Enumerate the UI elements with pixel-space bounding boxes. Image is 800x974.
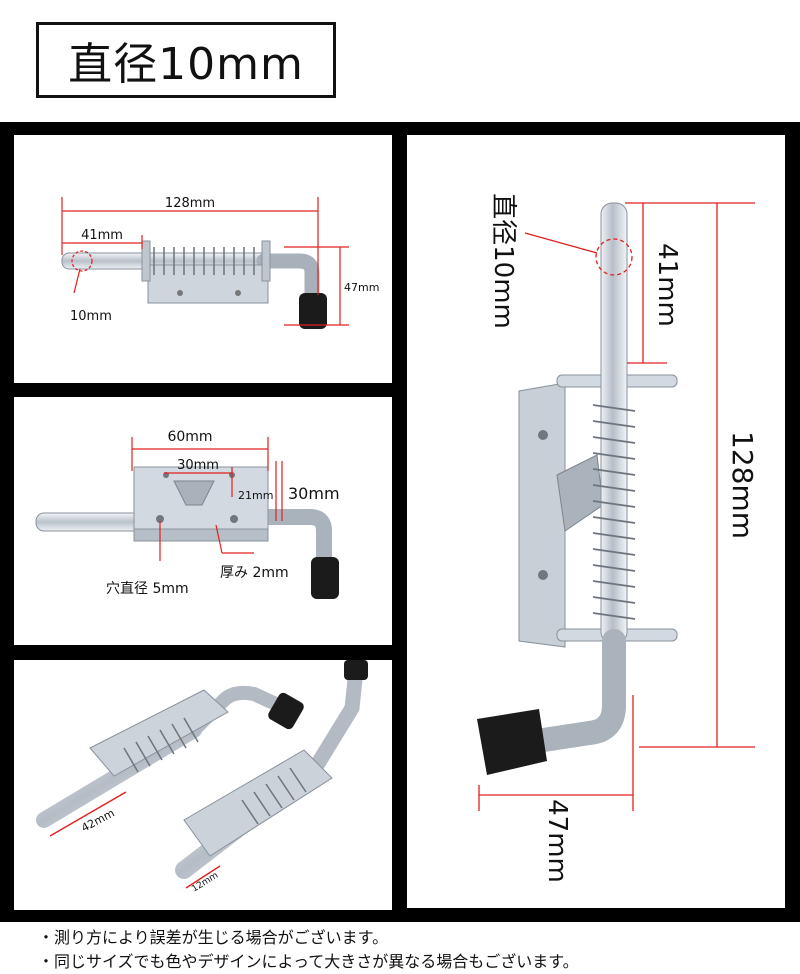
hole-diameter-label: 穴直径 5mm [106,580,189,597]
diameter-label: 直径10mm [488,193,518,329]
title-box: 直径10mm [36,22,336,98]
thickness-label: 厚み 2mm [220,565,289,581]
hole-spacing-label: 30mm [177,458,219,473]
latch-side-diagram: 128mm 41mm 47mm 10mm [61,196,379,329]
page-title: 直径10mm [68,39,304,90]
panel-side-view: 128mm 41mm 47mm 10mm [14,135,392,383]
total-length-label: 128mm [165,196,215,211]
note-line: ・測り方により誤差が生じる場合がございます。 [38,928,389,947]
panel-top-view: 60mm 30mm 21mm 30mm 穴直径 5mm 厚み 2mm [14,397,392,645]
spring [592,404,636,620]
diameter-label: 10mm [70,309,112,324]
dimension-lines [131,437,283,561]
latch-top-diagram: 60mm 30mm 21mm 30mm 穴直径 5mm 厚み 2mm [35,429,340,599]
latch-front-diagram: 直径10mm 41mm 128mm 47mm [477,193,759,883]
pin-length-label: 41mm [652,243,682,327]
latch-b [175,660,368,879]
spring [153,247,255,275]
base-plate [518,382,566,648]
dimension-lines [61,197,349,326]
handle-bend [525,629,626,753]
dimension-lines [49,791,221,889]
handle-bend [256,509,332,577]
height-label: 47mm [344,281,379,294]
panel-front-view: 直径10mm 41mm 128mm 47mm [407,135,785,908]
pin-diameter-label: 12mm [190,871,220,895]
dimension-lines [478,202,755,811]
latch-perspective-diagram: 42mm 12mm [36,660,368,895]
note-line: ・同じサイズでも色やデザインによって大きさが異なる場合もございます。 [38,952,579,971]
handle-bend [256,253,320,319]
plate-length-label: 60mm [167,429,212,445]
pin-length-label: 41mm [81,228,123,243]
height-label: 47mm [542,799,572,883]
inner-height-label: 21mm [238,489,273,502]
total-length-label: 128mm [726,431,759,539]
rubber-tip [311,557,339,599]
outer-height-label: 30mm [288,484,340,503]
base-plate [147,264,269,304]
pin-length-label: 42mm [79,807,116,835]
rubber-tip [299,293,327,329]
rubber-tip [477,709,547,775]
latch-a [36,685,304,828]
panel-perspective-view: 42mm 12mm [14,660,392,910]
notes: ・測り方により誤差が生じる場合がございます。 ・同じサイズでも色やデザインによっ… [38,926,798,974]
